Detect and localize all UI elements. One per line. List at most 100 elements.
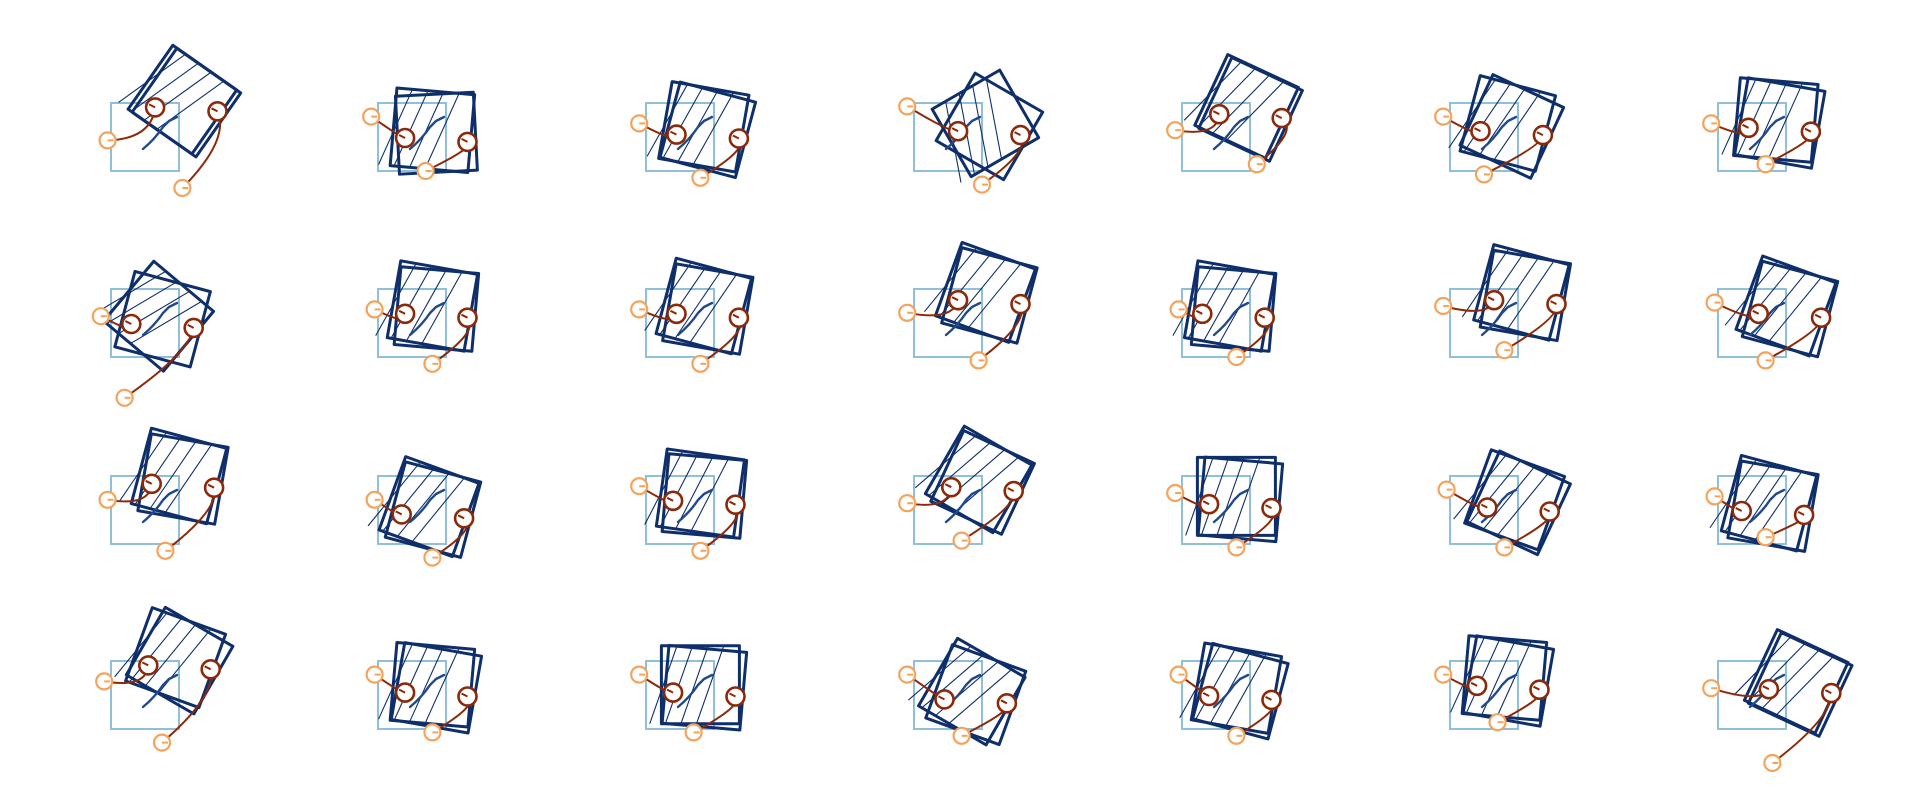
inner-path	[141, 115, 179, 151]
hatch-line	[1768, 277, 1822, 342]
goal-marker-tick	[1014, 131, 1021, 136]
goal-marker-tick	[461, 138, 468, 143]
goal-marker-tick	[732, 134, 740, 140]
goal-marker-tick	[1195, 309, 1203, 315]
goal-marker-tick	[729, 692, 736, 698]
hatch-line	[1736, 80, 1772, 157]
hatch-line	[1172, 263, 1214, 336]
hatch-line	[1179, 645, 1221, 719]
hatch-line	[985, 77, 1003, 160]
goal-marker-tick	[187, 324, 195, 329]
goal-square	[1465, 449, 1572, 557]
hatch-line	[1185, 457, 1214, 536]
hatch-line	[128, 617, 183, 683]
inner-path	[408, 301, 446, 337]
hatch-line	[1467, 460, 1522, 525]
hatch-line	[1449, 636, 1485, 713]
inner-path	[1212, 673, 1250, 709]
goal-marker-tick	[145, 479, 153, 485]
hatch-line	[1754, 471, 1803, 541]
hatch-line	[1225, 653, 1267, 727]
inner-path	[944, 488, 982, 524]
inner-path	[141, 488, 179, 524]
hatch-line	[377, 89, 413, 165]
panel	[630, 644, 749, 742]
hatch-line	[119, 431, 167, 501]
hatch-line	[1197, 67, 1257, 128]
start-square	[645, 102, 715, 172]
panel	[365, 455, 483, 567]
goal-marker-tick	[1762, 685, 1770, 691]
hatch-line	[421, 271, 463, 344]
goal-marker-tick	[951, 127, 959, 133]
hatch-line	[938, 252, 992, 318]
panel	[1169, 641, 1290, 745]
goal-marker-tick	[1752, 309, 1760, 315]
inner-path	[1480, 115, 1518, 151]
inner-path	[408, 673, 446, 709]
panel	[1166, 53, 1304, 174]
panel	[91, 259, 216, 407]
panel	[1705, 453, 1820, 553]
goal-marker-tick	[1536, 131, 1544, 136]
panel	[898, 240, 1039, 370]
hatch-line	[390, 265, 432, 339]
hatch-line	[1231, 457, 1261, 536]
hatch-line	[1482, 465, 1536, 531]
goal-marker-tick	[1000, 699, 1008, 705]
inner-path	[141, 673, 179, 709]
hatch-line	[377, 643, 413, 720]
goal-marker-tick	[461, 692, 468, 698]
inner-path	[1748, 115, 1786, 151]
hatch-line	[689, 274, 737, 343]
goal-marker-tick	[141, 661, 149, 667]
hatch-line	[375, 263, 417, 336]
goal-marker-tick	[398, 688, 406, 694]
hatch-line	[659, 453, 699, 527]
panel	[1702, 76, 1827, 174]
panel	[1437, 448, 1572, 557]
hatch-line	[692, 92, 735, 165]
panel	[1434, 243, 1573, 360]
hatch-line	[1497, 470, 1551, 536]
hatch-line	[690, 457, 730, 532]
goal-square	[929, 429, 1036, 536]
goal-marker-tick	[211, 107, 218, 113]
goal-marker-tick	[398, 134, 406, 139]
goal-marker-tick	[204, 665, 212, 671]
panel	[365, 259, 481, 373]
hatch-line	[1496, 640, 1532, 717]
goal-marker-tick	[1480, 503, 1488, 509]
panel	[95, 605, 235, 752]
goal-marker-tick	[207, 483, 215, 489]
goal-square	[124, 606, 228, 710]
hatch-line	[923, 247, 978, 313]
goal-marker-tick	[148, 103, 156, 109]
inner-path	[1480, 673, 1518, 709]
goal-marker-tick	[938, 695, 945, 701]
goal-marker-tick	[732, 313, 740, 319]
trajectory-line	[123, 326, 195, 399]
goal-marker-tick	[729, 500, 736, 506]
goal-marker-tick	[670, 130, 677, 136]
hatch-line	[134, 436, 183, 505]
hatch-line	[1768, 82, 1804, 159]
panel	[98, 43, 243, 198]
goal-marker-tick	[1797, 511, 1805, 516]
start-square	[1449, 288, 1519, 358]
inner-path	[676, 673, 714, 709]
hatch-line	[1739, 266, 1793, 331]
inner-path	[408, 115, 446, 151]
inner-path	[1212, 488, 1250, 524]
hatch-line	[1453, 454, 1507, 520]
goal-square	[393, 90, 479, 176]
hatch-line	[409, 91, 445, 168]
hatch-line	[1226, 80, 1285, 141]
goal-marker	[1539, 501, 1560, 522]
goal-marker-tick	[1007, 487, 1015, 492]
hatch-line	[1747, 642, 1807, 703]
hatch-line	[649, 645, 678, 724]
start-square	[1717, 475, 1787, 545]
goal-marker-tick	[1212, 110, 1220, 116]
